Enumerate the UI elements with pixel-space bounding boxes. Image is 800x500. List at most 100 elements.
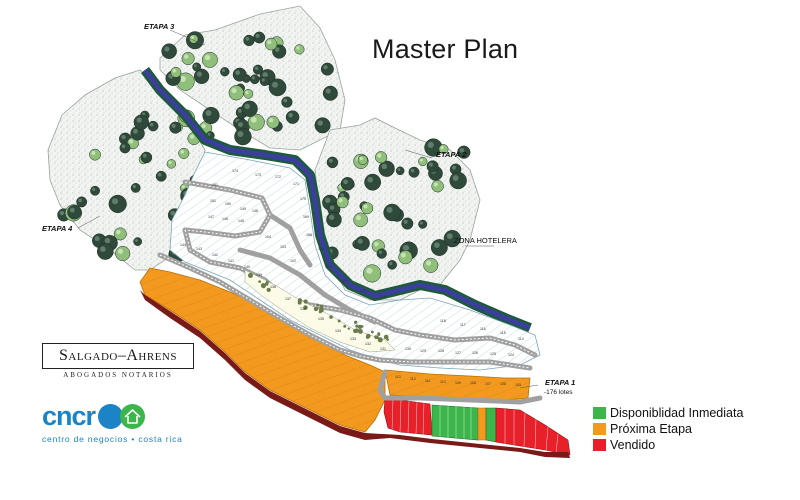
tree-highlight (78, 198, 82, 203)
lot-number: 147 (208, 215, 214, 219)
tree-icon (375, 151, 388, 164)
shrub-icon (337, 319, 341, 323)
shrub-icon (266, 287, 271, 292)
tree-highlight (296, 46, 300, 50)
tree-icon (320, 62, 334, 76)
tree-highlight (381, 163, 388, 170)
tree-highlight (207, 132, 211, 136)
tree-icon (133, 114, 150, 130)
tree-icon (418, 219, 428, 229)
lot-number: 124 (508, 353, 514, 357)
tree-highlight (323, 65, 328, 70)
tree-icon (220, 67, 230, 77)
tree-icon (264, 37, 278, 51)
salgado-ahrens-subtitle: ABOGADOS NOTARIOS (63, 371, 173, 379)
lot-number: 146 (222, 217, 228, 221)
tree-icon (96, 243, 114, 260)
tree-highlight (356, 215, 361, 221)
tree-highlight (135, 238, 138, 242)
tree-icon (326, 211, 342, 228)
lot-number: 144 (180, 243, 186, 247)
tree-highlight (401, 252, 406, 258)
tree-highlight (100, 246, 106, 252)
shrub-icon (370, 330, 374, 334)
page-title: Master Plan (372, 34, 519, 64)
tree-icon (336, 195, 349, 209)
tree-highlight (121, 134, 126, 140)
shrub-icon (374, 335, 379, 340)
tree-highlight (329, 205, 335, 210)
tree-icon (192, 62, 202, 72)
tree-highlight (440, 146, 444, 150)
tree-highlight (397, 168, 401, 172)
tree-icon (363, 264, 382, 283)
lot-number: 118 (440, 319, 446, 323)
tree-highlight (378, 250, 383, 254)
forest-trees (57, 31, 471, 283)
stage-label-etapa2: ETAPA 2 (436, 150, 467, 159)
tree-highlight (325, 88, 331, 94)
legend-label: Próxima Etapa (610, 422, 692, 436)
tree-highlight (343, 179, 348, 185)
lot-number: 136 (300, 307, 306, 311)
lot-number: 140 (244, 265, 250, 269)
tree-highlight (433, 182, 438, 187)
tree-icon (285, 110, 300, 124)
tree-highlight (262, 72, 268, 78)
lot-number: 126 (472, 351, 478, 355)
tree-highlight (157, 172, 162, 177)
lot-area-upper (169, 151, 541, 371)
tree-icon (76, 196, 88, 208)
tree-icon (202, 106, 220, 125)
shrub-icon (383, 334, 389, 340)
lot-number: 174 (232, 169, 238, 173)
tree-highlight (111, 198, 119, 205)
lot-number: 148 (252, 209, 258, 213)
tree-icon (314, 117, 331, 134)
tree-icon (387, 260, 397, 270)
lot-number: 137 (285, 297, 291, 301)
tree-icon (353, 212, 368, 228)
tree-icon (243, 89, 254, 99)
lot-number: 139 (256, 273, 262, 277)
tree-highlight (288, 112, 293, 118)
lot-number: 111 (425, 379, 430, 383)
shrub-icon (247, 272, 254, 279)
tree-icon (130, 183, 141, 193)
stage-label-etapa4: ETAPA 4 (42, 224, 73, 233)
tree-highlight (459, 148, 465, 153)
tree-highlight (170, 210, 176, 216)
shrub-icon (297, 298, 303, 303)
shrub-icon (357, 328, 363, 334)
tree-highlight (434, 242, 440, 248)
lot-number: 119 (380, 295, 386, 299)
lot-number: 142 (212, 253, 218, 257)
tree-highlight (94, 236, 100, 242)
tree-highlight (402, 244, 410, 252)
tree-icon (395, 166, 405, 176)
lot-number: 128 (438, 349, 444, 353)
legend-item-disponible: Disponiblidad Inmediata (593, 405, 743, 421)
tree-highlight (452, 165, 456, 170)
tree-highlight (181, 185, 185, 189)
cncr-circles-icon (97, 404, 146, 429)
tree-highlight (221, 68, 226, 72)
salgado-ahrens-logo: Salgado–Ahrens (42, 343, 194, 369)
shrub-icon (377, 333, 381, 336)
lot-number: 145 (238, 219, 244, 223)
shrub-icon (313, 306, 319, 312)
tree-highlight (171, 123, 176, 128)
tree-icon (178, 147, 190, 159)
tree-highlight (363, 204, 368, 209)
tree-icon (418, 156, 428, 167)
tree-icon (119, 142, 131, 154)
shrub-icon (377, 337, 383, 343)
tree-highlight (254, 66, 259, 70)
tree-highlight (132, 184, 136, 189)
tree-icon (155, 170, 167, 182)
tree-icon (249, 74, 260, 85)
tree-highlight (168, 160, 172, 165)
tree-icon (354, 235, 370, 251)
tree-highlight (359, 156, 363, 161)
